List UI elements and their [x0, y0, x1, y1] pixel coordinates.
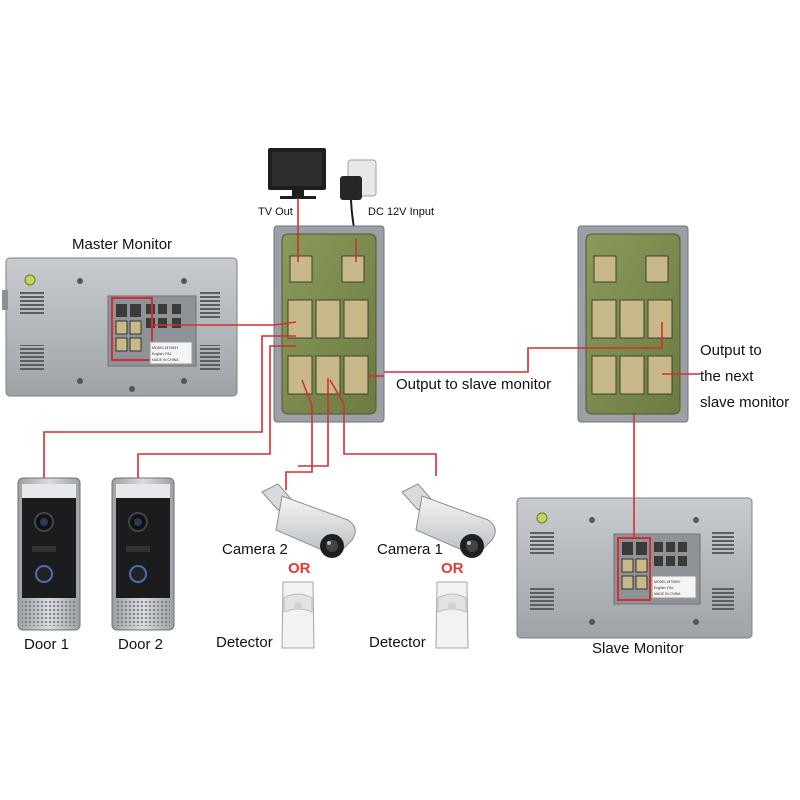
door2-label: Door 2 — [118, 636, 164, 653]
slave-connectors — [621, 542, 687, 590]
master-connectors — [115, 304, 181, 352]
wire-camera1 — [329, 379, 437, 476]
detector-2-icon — [435, 581, 469, 649]
output-slave-label: Output to slave monitor — [396, 376, 552, 393]
master-monitor-label: Master Monitor — [72, 236, 173, 253]
slave-monitor: MODEL:M7065Y English: PAL MADE IN CHINA — [516, 497, 753, 639]
output-next-label-3: slave monitor — [700, 394, 790, 411]
detector-1-icon — [281, 581, 315, 649]
slave-monitor-label: Slave Monitor — [592, 640, 684, 657]
sticker-text-3: MADE IN CHINA — [152, 358, 179, 362]
or-label-2: OR — [441, 560, 464, 577]
tv-out-label: TV Out — [258, 206, 293, 218]
slave-terminal-board — [577, 225, 689, 423]
slave-board-connectors — [591, 255, 673, 395]
output-next-label-2: the next — [700, 368, 754, 385]
door-station-1 — [17, 477, 81, 631]
or-label-1: OR — [288, 560, 311, 577]
wiring — [43, 198, 700, 538]
wire-camera2 — [285, 379, 313, 490]
sticker-text-1: MODEL:M7065Y — [152, 346, 179, 350]
detector-label-1: Detector — [216, 634, 273, 651]
sticker-text-1: MODEL:M7065Y — [654, 580, 681, 584]
door1-label: Door 1 — [24, 636, 70, 653]
power-adapter-icon — [340, 159, 377, 239]
sticker-text-3: MADE IN CHINA — [654, 592, 681, 596]
wire-door1 — [43, 335, 296, 478]
wire-detector-link — [298, 378, 329, 467]
master-monitor: MODEL:M7065Y English: PAL MADE IN CHINA — [2, 257, 238, 397]
central-connectors — [287, 255, 369, 395]
tv-icon — [268, 148, 326, 199]
camera-2-icon — [261, 483, 356, 558]
sticker-text-2: English: PAL — [152, 352, 172, 356]
camera2-label: Camera 2 — [222, 541, 288, 558]
output-next-label-1: Output to — [700, 342, 762, 359]
sticker-text-2: English: PAL — [654, 586, 674, 590]
wire-door2 — [137, 345, 296, 478]
central-terminal-board — [273, 225, 385, 423]
detector-label-2: Detector — [369, 634, 426, 651]
camera1-label: Camera 1 — [377, 541, 443, 558]
camera-1-icon — [401, 483, 496, 558]
slave-sticker: MODEL:M7065Y English: PAL MADE IN CHINA — [651, 575, 697, 599]
master-sticker: MODEL:M7065Y English: PAL MADE IN CHINA — [149, 341, 193, 365]
wire-board-link — [384, 322, 663, 373]
door-station-2 — [111, 477, 175, 631]
dc-input-label: DC 12V Input — [368, 206, 435, 218]
wire-master — [152, 321, 297, 326]
